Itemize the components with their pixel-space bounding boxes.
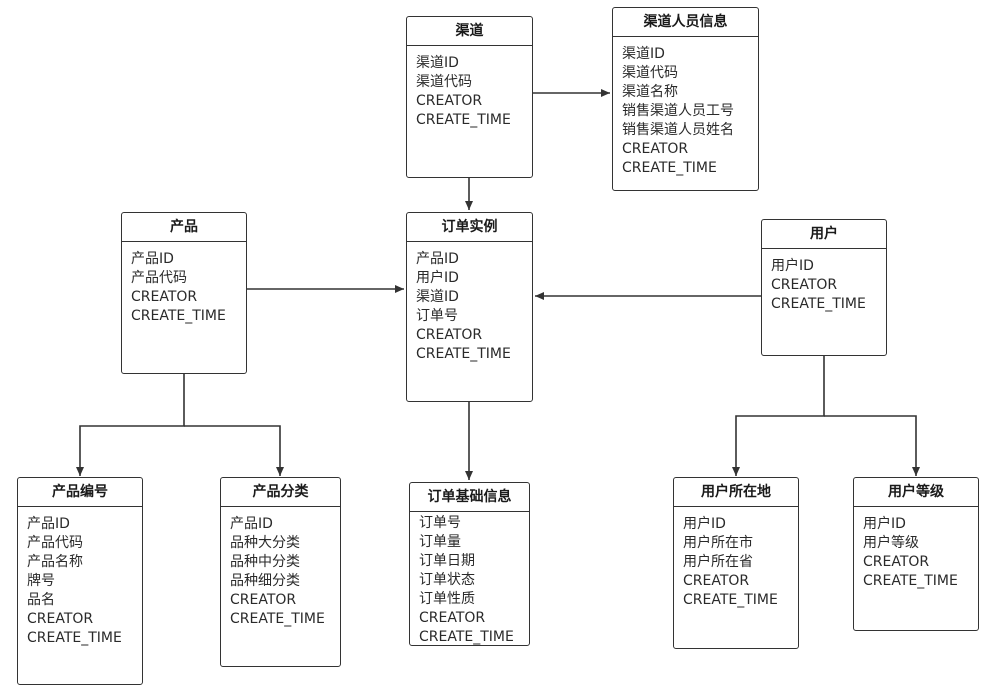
field: CREATE_TIME — [419, 629, 514, 645]
field: CREATE_TIME — [622, 160, 717, 176]
field: CREATOR — [419, 610, 486, 626]
field: 品名 — [27, 592, 55, 608]
field: 渠道ID — [622, 46, 665, 62]
field: 销售渠道人员工号 — [622, 103, 734, 119]
field: CREATOR — [683, 573, 750, 589]
edge-product-to-product-category — [184, 425, 284, 476]
edge-user-to-user-level — [824, 415, 920, 476]
entity-title: 订单基础信息 — [410, 483, 529, 512]
field: 品种细分类 — [230, 573, 300, 589]
entity-product-category[interactable]: 产品分类 产品ID 品种大分类 品种中分类 品种细分类 CREATOR CREA… — [220, 477, 341, 667]
field: 订单状态 — [419, 572, 475, 588]
entity-order-basic[interactable]: 订单基础信息 订单号 订单量 订单日期 订单状态 订单性质 CREATOR CR… — [409, 482, 530, 646]
field: 用户所在市 — [683, 535, 753, 551]
field: 订单号 — [419, 515, 461, 531]
field: 产品代码 — [27, 535, 83, 551]
field: CREATE_TIME — [27, 630, 122, 646]
field: CREATOR — [131, 289, 198, 305]
field: CREATOR — [863, 554, 930, 570]
field: 产品ID — [131, 251, 174, 267]
entity-title: 用户 — [762, 220, 886, 249]
entity-channel-staff[interactable]: 渠道人员信息 渠道ID 渠道代码 渠道名称 销售渠道人员工号 销售渠道人员姓名 … — [612, 7, 759, 191]
field: 用户ID — [863, 516, 906, 532]
field: 订单性质 — [419, 591, 475, 607]
field: 订单量 — [419, 534, 461, 550]
field: 用户ID — [683, 516, 726, 532]
entity-title: 用户等级 — [854, 478, 978, 507]
entity-product[interactable]: 产品 产品ID 产品代码 CREATOR CREATE_TIME — [121, 212, 247, 374]
field: 销售渠道人员姓名 — [622, 122, 734, 138]
field: 产品ID — [230, 516, 273, 532]
field: 产品名称 — [27, 554, 83, 570]
field: 渠道ID — [416, 55, 459, 71]
field: 产品代码 — [131, 270, 187, 286]
entity-user[interactable]: 用户 用户ID CREATOR CREATE_TIME — [761, 219, 887, 356]
field: 产品ID — [27, 516, 70, 532]
field: CREATE_TIME — [416, 346, 511, 362]
entity-title: 产品 — [122, 213, 246, 242]
entity-title: 产品分类 — [221, 478, 340, 507]
entity-user-level[interactable]: 用户等级 用户ID 用户等级 CREATOR CREATE_TIME — [853, 477, 979, 631]
entity-product-number[interactable]: 产品编号 产品ID 产品代码 产品名称 牌号 品名 CREATOR CREATE… — [17, 477, 143, 685]
field: CREATOR — [230, 592, 297, 608]
field: CREATE_TIME — [683, 592, 778, 608]
field: CREATE_TIME — [416, 112, 511, 128]
field: 牌号 — [27, 573, 55, 589]
field: CREATE_TIME — [131, 308, 226, 324]
field: CREATOR — [27, 611, 94, 627]
field: 用户等级 — [863, 535, 919, 551]
entity-title: 渠道 — [407, 17, 532, 46]
field: 订单号 — [416, 308, 458, 324]
field: 品种中分类 — [230, 554, 300, 570]
field: 用户所在省 — [683, 554, 753, 570]
edge-product-to-product-number — [76, 374, 185, 476]
entity-title: 渠道人员信息 — [613, 8, 758, 37]
field: 渠道名称 — [622, 84, 678, 100]
field: CREATOR — [416, 327, 483, 343]
entity-title: 订单实例 — [407, 213, 532, 242]
field: CREATE_TIME — [771, 296, 866, 312]
field: 渠道ID — [416, 289, 459, 305]
field: 产品ID — [416, 251, 459, 267]
field: CREATOR — [622, 141, 689, 157]
entity-title: 用户所在地 — [674, 478, 798, 507]
field: 用户ID — [416, 270, 459, 286]
field: 品种大分类 — [230, 535, 300, 551]
field: CREATOR — [416, 93, 483, 109]
field: 用户ID — [771, 258, 814, 274]
entity-user-location[interactable]: 用户所在地 用户ID 用户所在市 用户所在省 CREATOR CREATE_TI… — [673, 477, 799, 649]
field: 渠道代码 — [416, 74, 472, 90]
entity-channel[interactable]: 渠道 渠道ID 渠道代码 CREATOR CREATE_TIME — [406, 16, 533, 178]
edge-user-to-user-location — [732, 356, 825, 476]
field: 渠道代码 — [622, 65, 678, 81]
field: CREATOR — [771, 277, 838, 293]
entity-title: 产品编号 — [18, 478, 142, 507]
field: 订单日期 — [419, 553, 475, 569]
field: CREATE_TIME — [230, 611, 325, 627]
field: CREATE_TIME — [863, 573, 958, 589]
entity-order-instance[interactable]: 订单实例 产品ID 用户ID 渠道ID 订单号 CREATOR CREATE_T… — [406, 212, 533, 402]
